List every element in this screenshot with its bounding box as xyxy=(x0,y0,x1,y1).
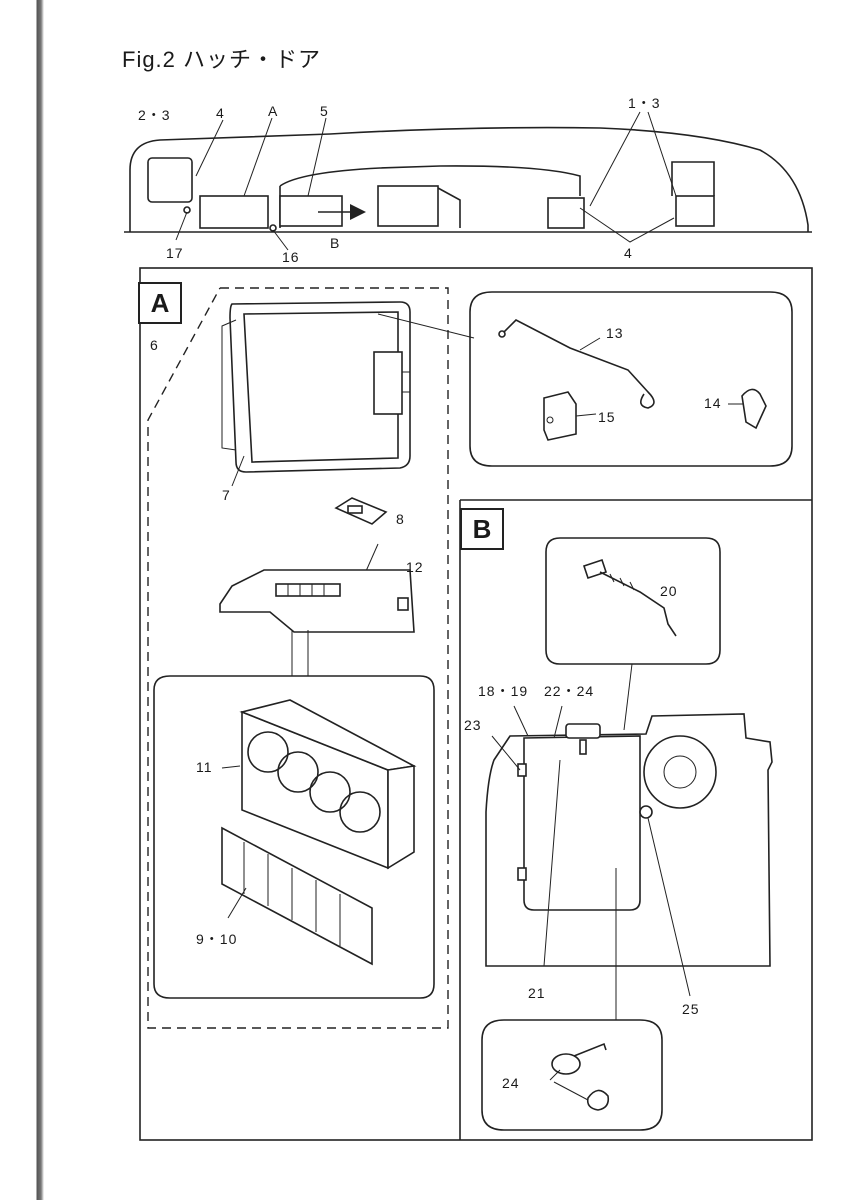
label-17: 17 xyxy=(166,245,184,261)
vent-grille-9-10 xyxy=(221,826,373,966)
label-6: 6 xyxy=(150,337,159,353)
hatch-frame-7 xyxy=(221,301,411,473)
fastener-24 xyxy=(551,1042,610,1111)
clip-14 xyxy=(741,388,767,430)
console-part xyxy=(219,569,415,633)
label-1-3: 1・3 xyxy=(628,95,661,111)
hinge-bubble xyxy=(545,537,721,665)
label-22-24: 22・24 xyxy=(544,683,595,699)
hinge-20 xyxy=(582,558,677,637)
detail-frame xyxy=(139,267,813,1141)
label-21: 21 xyxy=(528,985,546,1001)
label-9-10: 9・10 xyxy=(196,931,238,947)
label-15: 15 xyxy=(598,409,616,425)
label-12: 12 xyxy=(406,559,424,575)
label-5: 5 xyxy=(320,103,329,119)
fastener-bubble xyxy=(481,1019,663,1131)
label-4-bottom: 4 xyxy=(624,245,633,261)
label-23: 23 xyxy=(464,717,482,733)
hatch-5 xyxy=(279,195,343,227)
label-24: 24 xyxy=(502,1075,520,1091)
boat-overview-drawing xyxy=(124,111,812,251)
label-A-overview: A xyxy=(268,103,279,119)
label-4-top: 4 xyxy=(216,105,225,121)
label-18-19: 18・19 xyxy=(478,683,529,699)
label-8: 8 xyxy=(396,511,405,527)
stay-rod-13 xyxy=(498,319,655,409)
label-14: 14 xyxy=(704,395,722,411)
label-2-3: 2・3 xyxy=(138,107,171,123)
panel-a-tag: A xyxy=(138,282,182,324)
label-7: 7 xyxy=(222,487,231,503)
label-20: 20 xyxy=(660,583,678,599)
hatch-A xyxy=(199,195,269,229)
label-16: 16 xyxy=(282,249,300,265)
panel-b-tag: B xyxy=(460,508,504,550)
figure-title: Fig.2 ハッチ・ドア xyxy=(122,47,322,72)
label-25: 25 xyxy=(682,1001,700,1017)
deck-body xyxy=(485,713,773,967)
hardware-bubble xyxy=(469,291,793,467)
label-B-overview: B xyxy=(330,235,341,251)
label-13: 13 xyxy=(606,325,624,341)
bracket-15 xyxy=(543,391,577,441)
round-hatch xyxy=(643,735,717,809)
label-11: 11 xyxy=(196,759,213,775)
hatch-lid-22-24 xyxy=(517,723,653,911)
panel-a-dashed-group xyxy=(147,287,449,1029)
vent-detail-box xyxy=(153,675,435,999)
latch-plate-8 xyxy=(334,497,388,525)
page-binding-edge xyxy=(0,0,64,1200)
hatch-2-3 xyxy=(147,157,193,203)
vent-housing-11 xyxy=(239,699,417,870)
